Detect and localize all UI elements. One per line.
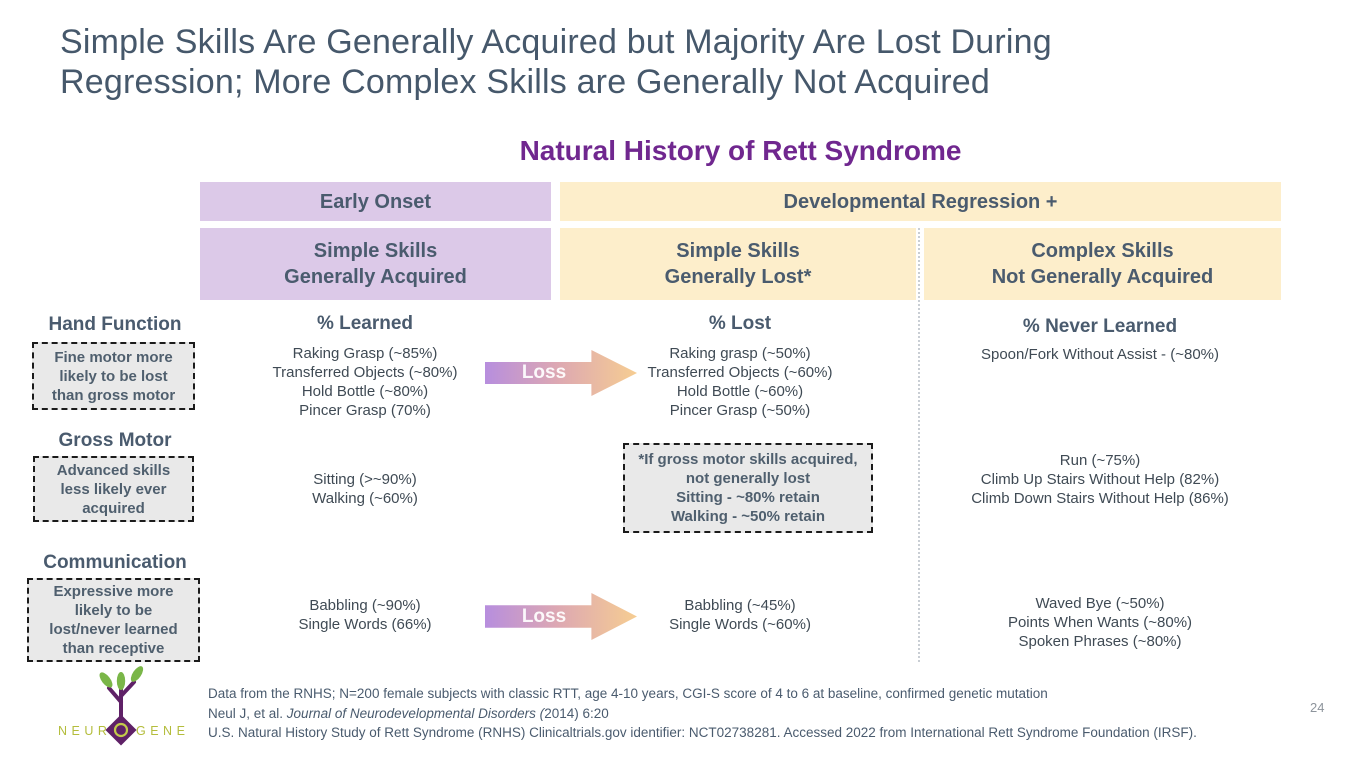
hand-function-lost-list: Raking grasp (~50%) Transferred Objects … (647, 345, 833, 419)
category-gross-motor: Gross Motor (58, 430, 172, 451)
page-title: Simple Skills Are Generally Acquired but… (60, 23, 1052, 101)
footnote-journal-name: Journal of Neurodevelopmental Disorders … (286, 705, 545, 721)
page-number: 24 (1310, 700, 1325, 715)
column-header-learned: % Learned (316, 313, 414, 334)
footnote-line-2: Neul J, et al. Journal of Neurodevelopme… (208, 704, 1348, 724)
phase-header-developmental-regression: Developmental Regression + (560, 182, 1281, 221)
column-header-lost: % Lost (708, 313, 772, 334)
note-hand-function: Fine motor more likely to be lost than g… (32, 342, 195, 410)
neurogene-logo: NEUR GENE (58, 666, 189, 746)
note-gross-motor: Advanced skills less likely ever acquire… (33, 456, 194, 522)
hand-function-never-learned-list: Spoon/Fork Without Assist - (~80%) (980, 346, 1219, 363)
skill-header-complex-not-acquired: Complex Skills Not Generally Acquired (924, 228, 1281, 300)
footnote-citation-suffix: 2014) 6:20 (544, 705, 609, 721)
communication-lost-list: Babbling (~45%) Single Words (~60%) (669, 597, 811, 633)
category-communication: Communication (43, 552, 187, 573)
logo-tree-icon (99, 666, 144, 720)
loss-arrow-label: Loss (521, 362, 567, 383)
gross-motor-retention-note: *If gross motor skills acquired, not gen… (623, 443, 873, 533)
hand-function-learned-list: Raking Grasp (~85%) Transferred Objects … (272, 345, 458, 419)
footnote-line-3: U.S. Natural History Study of Rett Syndr… (208, 725, 1197, 740)
gross-motor-learned-list: Sitting (>~90%) Walking (~60%) (312, 471, 418, 507)
note-communication: Expressive more likely to be lost/never … (27, 578, 200, 662)
gross-motor-never-learned-list: Run (~75%) Climb Up Stairs Without Help … (971, 452, 1229, 507)
footnote-line-1: Data from the RNHS; N=200 female subject… (208, 686, 1048, 701)
skill-header-simple-lost: Simple Skills Generally Lost* (560, 228, 916, 300)
footnote-citation-prefix: Neul J, et al. (208, 705, 287, 721)
phase-header-early-onset: Early Onset (200, 182, 551, 221)
skill-header-simple-acquired: Simple Skills Generally Acquired (200, 228, 551, 300)
communication-learned-list: Babbling (~90%) Single Words (66%) (298, 597, 432, 633)
communication-never-learned-list: Waved Bye (~50%) Points When Wants (~80%… (1007, 595, 1193, 650)
footnotes: Data from the RNHS; N=200 female subject… (208, 684, 1348, 743)
column-divider (918, 228, 920, 662)
logo-wordmark-left: NEUR (58, 724, 111, 738)
logo-wordmark-right: GENE (136, 724, 189, 738)
loss-arrow-label: Loss (521, 605, 567, 627)
table-title: Natural History of Rett Syndrome (519, 135, 962, 166)
column-header-never-learned: % Never Learned (1022, 316, 1178, 337)
category-hand-function: Hand Function (48, 314, 182, 335)
